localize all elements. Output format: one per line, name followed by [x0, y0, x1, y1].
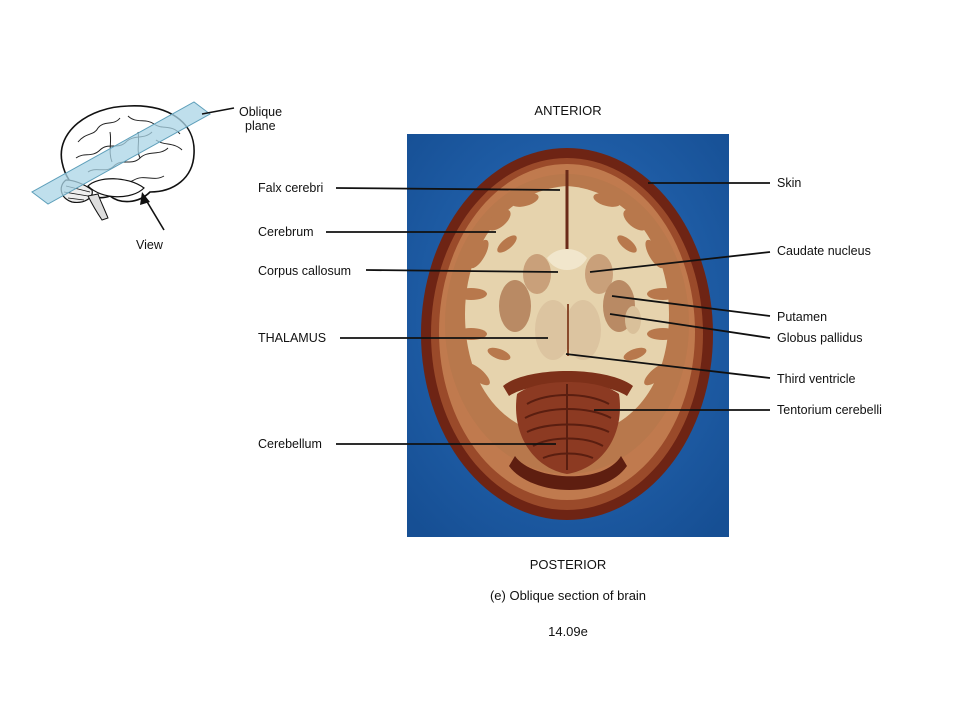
anterior-label: ANTERIOR	[534, 103, 602, 118]
label-cerebrum: Cerebrum	[258, 225, 314, 239]
label-tentorium-cerebelli: Tentorium cerebelli	[777, 403, 882, 417]
label-skin: Skin	[777, 176, 802, 190]
inset-brain-diagram	[31, 101, 235, 231]
oblique-plane	[31, 101, 211, 205]
label-putamen: Putamen	[777, 310, 828, 324]
globus-pallidus	[625, 306, 641, 334]
inset-plane-label-line2: plane	[245, 119, 276, 133]
figure-caption: (e) Oblique section of brain	[489, 588, 647, 603]
posterior-label: POSTERIOR	[529, 557, 607, 572]
label-cerebellum: Cerebellum	[258, 437, 322, 451]
brain-section-photo	[407, 134, 729, 537]
corpus-callosum	[547, 249, 587, 270]
label-caudate-nucleus: Caudate nucleus	[777, 244, 871, 258]
thalamus-right	[565, 300, 601, 360]
label-globus-pallidus: Globus pallidus	[777, 331, 863, 345]
view-arrow	[145, 199, 165, 231]
inset-plane-label-line1: Oblique	[239, 105, 283, 119]
label-falx-cerebri: Falx cerebri	[258, 181, 324, 195]
figure-number: 14.09e	[548, 624, 588, 639]
label-thalamus: THALAMUS	[258, 331, 327, 345]
thalamus-left	[535, 300, 571, 360]
caudate-left	[523, 254, 551, 294]
label-third-ventricle: Third ventricle	[777, 372, 856, 386]
label-corpus-callosum: Corpus callosum	[258, 264, 352, 278]
inset-view-label: View	[136, 238, 163, 252]
putamen-left	[499, 280, 531, 332]
